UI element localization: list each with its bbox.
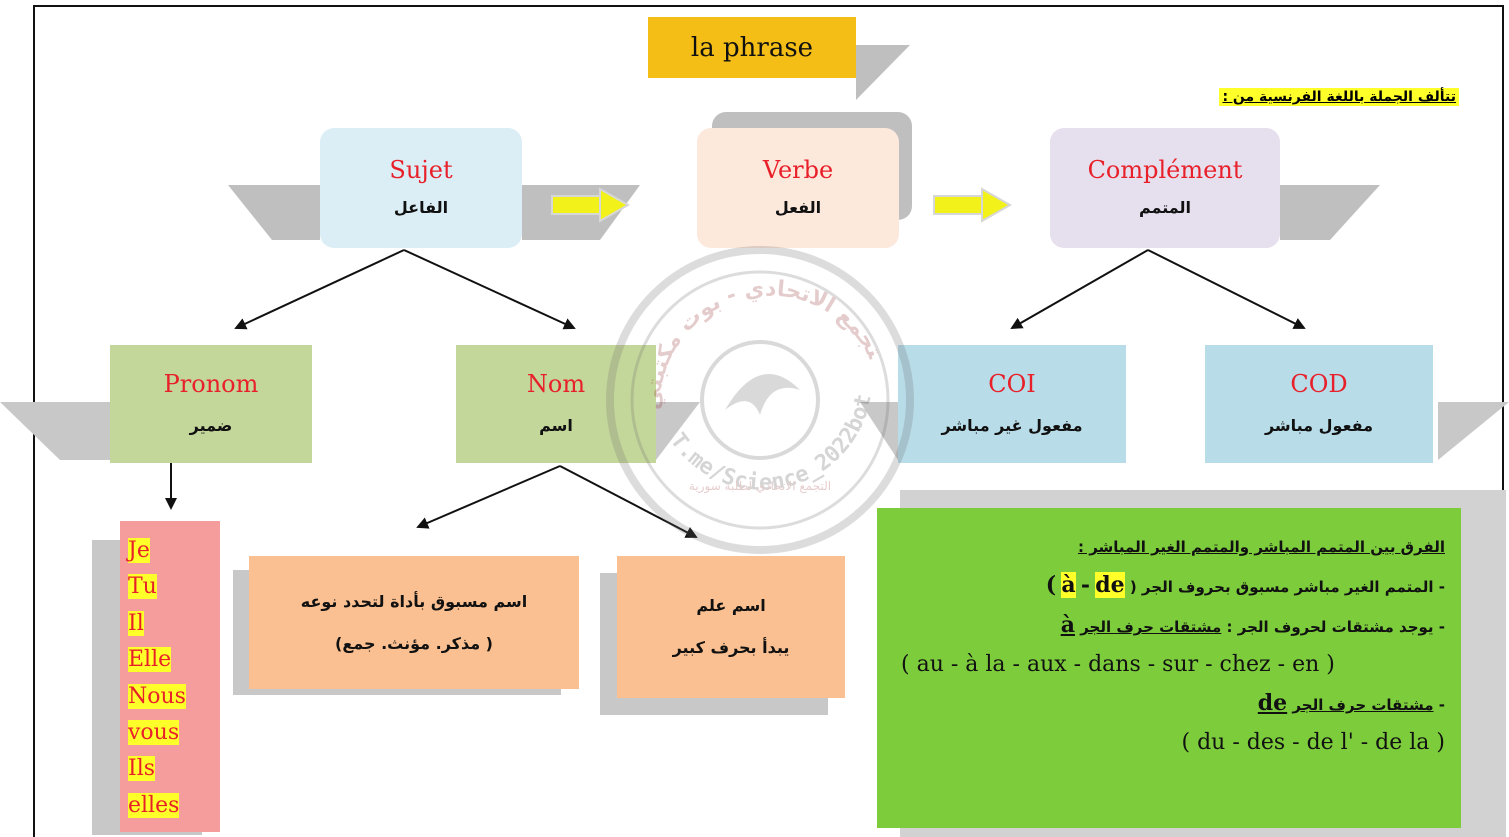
sujet-box: Sujet الفاعل [320,128,522,248]
nom-box: Nom اسم [456,345,656,463]
coi-box: COI مفعول غير مباشر [898,345,1126,463]
coi-arabic: مفعول غير مباشر [941,416,1083,435]
pronom-label: Pronom [163,370,259,398]
difference-line-4: - مشتقات حرف الجر de [1257,690,1445,716]
sujet-arabic: الفاعل [393,198,449,217]
coi-label: COI [988,370,1036,398]
difference-line-2: - يوجد مشتقات لحروف الجر : مشتقات حرف ال… [1060,612,1445,638]
nom-common-box: اسم مسبوق بأداة لتحدد نوعه ( مذكر. مؤنث.… [249,556,579,689]
difference-heading: الفرق بين المتمم المباشر والمتمم الغير ا… [1077,538,1445,556]
pronoun-item: Nous [128,683,186,709]
nom-common-line2: ( مذكر. مؤنث. جمع) [335,633,493,653]
difference-panel: الفرق بين المتمم المباشر والمتمم الغير ا… [877,508,1461,828]
cod-box: COD مفعول مباشر [1205,345,1433,463]
pronoun-item: Elle [128,647,172,673]
difference-line-1: - المتمم الغير مباشر مسبوق بحروف الجر ( … [1045,572,1445,598]
title-box: la phrase [648,17,856,78]
nom-proper-line1: اسم علم [696,596,766,615]
cod-label: COD [1290,370,1348,398]
complement-arabic: المتمم [1138,198,1192,217]
sujet-label: Sujet [389,156,453,184]
nom-proper-box: اسم علم يبدأ بحرف كبير [617,556,845,698]
pronoun-item: vous [128,720,180,746]
pronoun-item: elles [128,792,180,818]
pronoun-item: Tu [128,574,157,600]
pronoun-item: Il [128,610,144,636]
verbe-arabic: الفعل [774,198,822,217]
pronoun-item: Je [128,538,150,563]
verbe-label: Verbe [762,156,834,184]
title-text: la phrase [690,32,814,63]
difference-line-5: ( du - des - de l' - de la ) [1181,730,1445,755]
pronom-arabic: ضمير [189,416,233,435]
pronoun-item: Ils [128,756,156,782]
pronom-box: Pronom ضمير [110,345,312,463]
nom-label: Nom [526,370,586,398]
complement-label: Complément [1087,156,1243,184]
nom-arabic: اسم [539,416,573,435]
complement-box: Complément المتمم [1050,128,1280,248]
cod-arabic: مفعول مباشر [1264,416,1374,435]
nom-proper-line2: يبدأ بحرف كبير [672,638,790,657]
nom-common-line1: اسم مسبوق بأداة لتحدد نوعه [300,591,528,611]
pronoun-list: Je Tu Il Elle Nous vous Ils elles [120,521,220,832]
intro-note: تتألف الجملة باللغة الفرنسية من : [1219,88,1459,106]
difference-line-3: ( au - à la - aux - dans - sur - chez - … [901,652,1335,677]
verbe-box: Verbe الفعل [697,128,899,248]
